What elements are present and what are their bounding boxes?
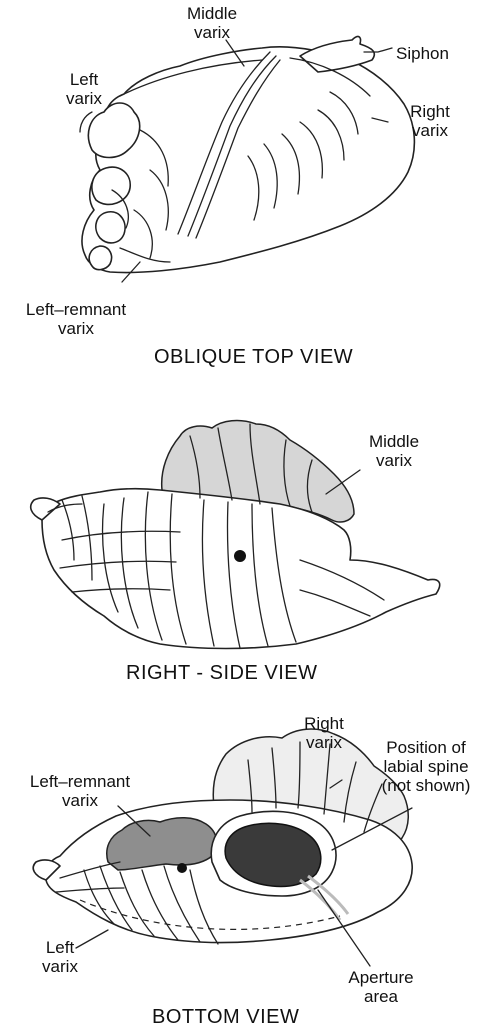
bottom-point-marker (177, 863, 187, 873)
label-middle-varix-top: Middle varix (172, 4, 252, 42)
title-right-side-view: RIGHT - SIDE VIEW (126, 662, 317, 685)
label-left-remnant-top: Left–remnant varix (6, 300, 146, 338)
label-siphon: Siphon (396, 44, 476, 63)
title-bottom-view: BOTTOM VIEW (152, 1006, 299, 1029)
oblique-shell (80, 37, 414, 282)
label-right-varix-bottom: Right varix (286, 714, 362, 752)
title-oblique-top-view: OBLIQUE TOP VIEW (154, 346, 353, 369)
label-aperture-area: Aperture area (336, 968, 426, 1006)
label-middle-varix-side: Middle varix (356, 432, 432, 470)
label-left-remnant-bottom: Left–remnant varix (10, 772, 150, 810)
label-right-varix-top: Right varix (394, 102, 466, 140)
label-labial-spine: Position of labial spine (not shown) (364, 738, 488, 795)
label-left-varix-bottom: Left varix (28, 938, 92, 976)
point-marker (234, 550, 246, 562)
bottom-shell (33, 729, 412, 966)
label-left-varix-top: Left varix (52, 70, 116, 108)
